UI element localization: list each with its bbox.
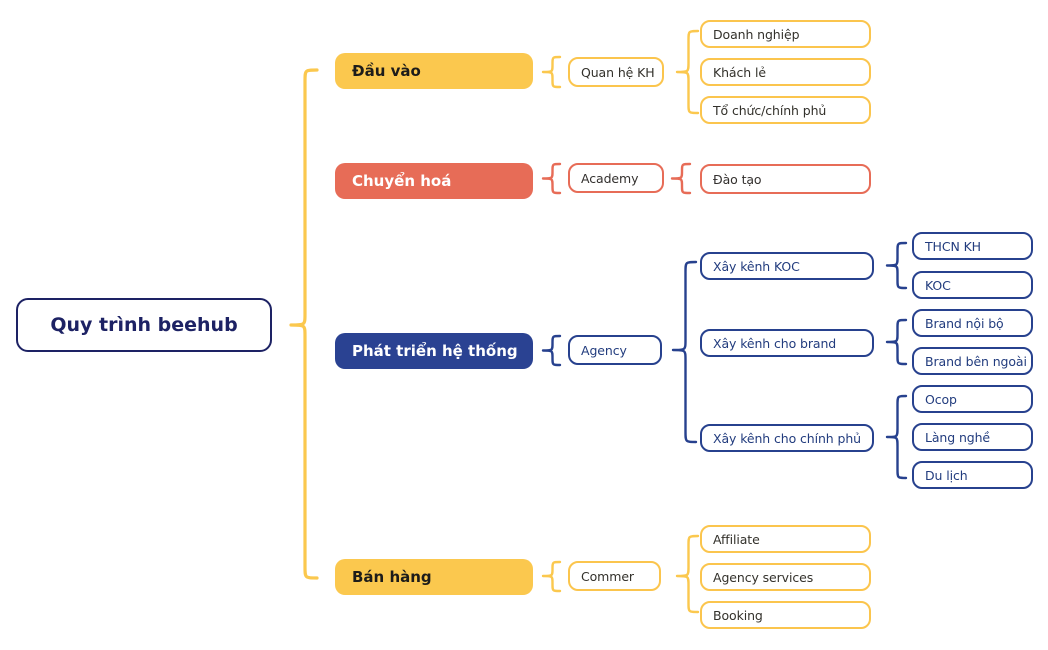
brace-root [289,68,319,580]
brace-phat-trien-child [541,334,562,367]
node-khach-le[interactable]: Khách lẻ [700,58,871,86]
brace-dau-vao-child [541,55,562,89]
node-lang-nghe[interactable]: Làng nghề [912,423,1033,451]
node-xay-kenh-cho-chinh-phu[interactable]: Xây kênh cho chính phủ [700,424,874,452]
node-brand-ben-ngoai[interactable]: Brand bên ngoài [912,347,1033,375]
node-brand-noi-bo[interactable]: Brand nội bộ [912,309,1033,337]
node-booking[interactable]: Booking [700,601,871,629]
branch-phat-trien-he-thong[interactable]: Phát triển hệ thống [335,333,533,369]
branch-chuyen-hoa[interactable]: Chuyển hoá [335,163,533,199]
node-agency-services[interactable]: Agency services [700,563,871,591]
node-affiliate[interactable]: Affiliate [700,525,871,553]
brace-ban-hang-child [541,560,562,593]
node-xay-kenh-cho-brand[interactable]: Xây kênh cho brand [700,329,874,357]
node-koc[interactable]: KOC [912,271,1033,299]
brace-quan-he-kh-children [675,29,700,115]
node-agency[interactable]: Agency [568,335,662,365]
node-to-chuc-chinh-phu[interactable]: Tổ chức/chính phủ [700,96,871,124]
brace-koc-children [885,241,908,290]
node-quan-he-kh[interactable]: Quan hệ KH [568,57,664,87]
root-node[interactable]: Quy trình beehub [16,298,272,352]
brace-chuyen-hoa-child [541,162,562,195]
brace-brand-children [885,318,908,366]
branch-dau-vao[interactable]: Đầu vào [335,53,533,89]
node-dao-tao[interactable]: Đào tạo [700,164,871,194]
node-thcn-kh[interactable]: THCN KH [912,232,1033,260]
brace-academy-child [670,162,692,195]
brace-commer-children [675,534,700,614]
brace-chinh-phu-children [885,394,908,480]
node-doanh-nghiep[interactable]: Doanh nghiệp [700,20,871,48]
node-xay-kenh-koc[interactable]: Xây kênh KOC [700,252,874,280]
node-academy[interactable]: Academy [568,163,664,193]
node-commer[interactable]: Commer [568,561,661,591]
brace-agency-children [671,260,698,444]
node-ocop[interactable]: Ocop [912,385,1033,413]
branch-ban-hang[interactable]: Bán hàng [335,559,533,595]
node-du-lich[interactable]: Du lịch [912,461,1033,489]
